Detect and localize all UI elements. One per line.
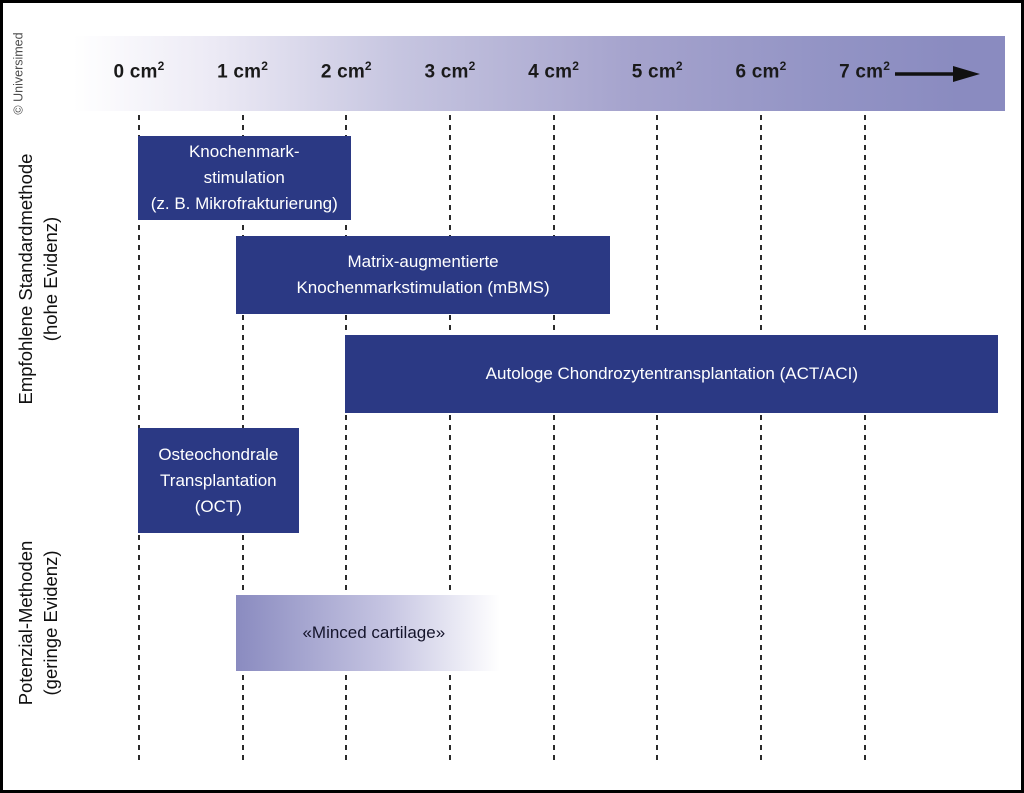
range-bar-1: Knochenmark-stimulation (z. B. Mikrofrakt… — [138, 136, 351, 220]
axis-tick-label-1cm2: 1 cm2 — [217, 59, 269, 83]
range-bar-label-line: Osteochondrale — [158, 444, 279, 464]
range-bar-label-line: Transplantation — [160, 470, 277, 490]
arrow-right-icon — [895, 66, 980, 82]
axis-tick-label-6cm2: 6 cm2 — [735, 59, 787, 83]
range-bar-label-line: Knochenmarkstimulation (mBMS) — [296, 278, 550, 297]
group-label-line1: Potenzial-Methoden — [15, 540, 36, 706]
gridline-6cm2 — [759, 115, 762, 763]
axis-tick-label-2cm2: 2 cm2 — [320, 59, 372, 83]
copyright-watermark: © Universimed — [11, 32, 26, 115]
gridline-2cm2 — [345, 115, 348, 763]
gridline-7cm2 — [863, 115, 866, 763]
range-bar-label-line: (OCT) — [194, 496, 242, 516]
gridline-3cm2 — [448, 115, 451, 763]
size-axis-gradient-bar — [73, 36, 1005, 111]
group-label-potential-methods: Potenzial-Methoden (geringe Evidenz) — [13, 473, 65, 773]
axis-tick-label-4cm2: 4 cm2 — [528, 59, 580, 83]
range-bar-5: «Minced cartilage» — [236, 595, 512, 671]
group-label-line1: Empfohlene Standardmethode — [15, 153, 36, 405]
axis-tick-label-0cm2: 0 cm2 — [113, 59, 165, 83]
axis-tick-label-3cm2: 3 cm2 — [424, 59, 476, 83]
group-label-standard-methods: Empfohlene Standardmethode (hohe Evidenz… — [13, 129, 65, 429]
group-label-line2: (hohe Evidenz) — [40, 216, 61, 342]
range-bar-label-line: «Minced cartilage» — [302, 623, 446, 642]
range-bar-label-line: Matrix-augmentierte — [347, 252, 499, 271]
axis-tick-label-5cm2: 5 cm2 — [631, 59, 683, 83]
range-bar-label-line: stimulation — [203, 168, 285, 187]
range-bar-label-line: Knochenmark- — [188, 142, 300, 161]
range-bar-label-line: Autologe Chondrozytentransplantation (AC… — [485, 364, 858, 383]
range-bar-3: Autologe Chondrozytentransplantation (AC… — [345, 335, 999, 413]
range-bar-label-line: (z. B. Mikrofrakturierung) — [150, 194, 338, 213]
gridline-4cm2 — [552, 115, 555, 763]
gridline-5cm2 — [656, 115, 659, 763]
axis-tick-label-7cm2: 7 cm2 — [839, 59, 891, 83]
group-label-line2: (geringe Evidenz) — [40, 550, 61, 696]
